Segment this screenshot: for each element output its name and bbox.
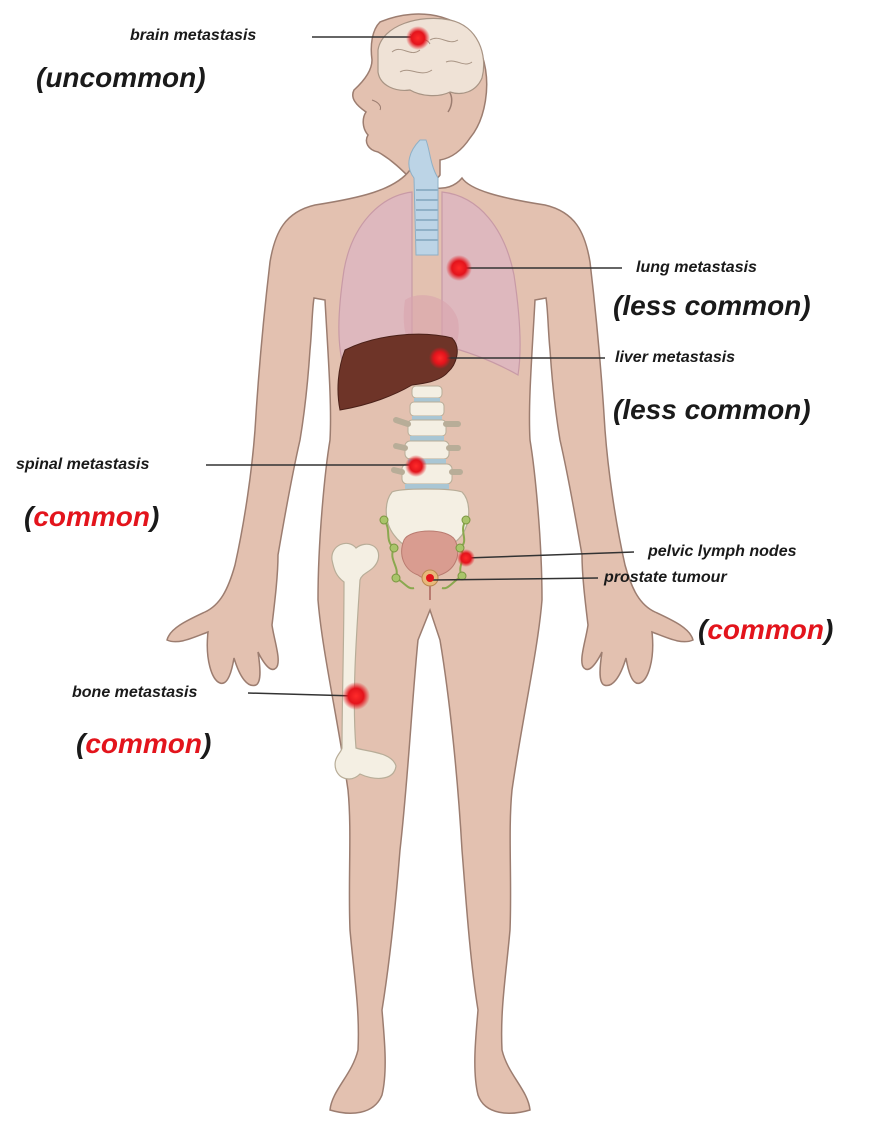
- lung-metastasis-label: lung metastasis: [636, 260, 757, 276]
- liver-metastasis-label: liver metastasis: [615, 350, 735, 366]
- bone-metastasis-label: bone metastasis: [72, 685, 197, 701]
- brain-metastasis-label: brain metastasis: [130, 28, 256, 44]
- prostate-tumour-dot: [426, 574, 434, 582]
- liver-metastasis-dot: [429, 347, 451, 369]
- spinal-frequency-word: common: [33, 501, 150, 532]
- spinal-metastasis-label: spinal metastasis: [16, 457, 149, 473]
- lung-metastasis-dot: [446, 255, 472, 281]
- bone-metastasis-dot: [342, 682, 370, 710]
- bone-frequency-label: (common): [76, 730, 211, 758]
- pelvic-frequency-word: common: [707, 614, 824, 645]
- spinal-metastasis-dot: [405, 455, 427, 477]
- pelvic-lymph-dot: [457, 549, 475, 567]
- bone-frequency-word: common: [85, 728, 202, 759]
- lung-frequency-label: (less common): [613, 292, 811, 320]
- pelvic-frequency-label: (common): [698, 616, 833, 644]
- brain: [378, 18, 484, 95]
- pelvic-lymph-nodes-label: pelvic lymph nodes: [648, 544, 796, 560]
- brain-frequency-label: (uncommon): [36, 64, 206, 92]
- brain-metastasis-dot: [406, 26, 430, 50]
- spinal-frequency-label: (common): [24, 503, 159, 531]
- liver-frequency-label: (less common): [613, 396, 811, 424]
- prostate-tumour-label: prostate tumour: [604, 570, 727, 586]
